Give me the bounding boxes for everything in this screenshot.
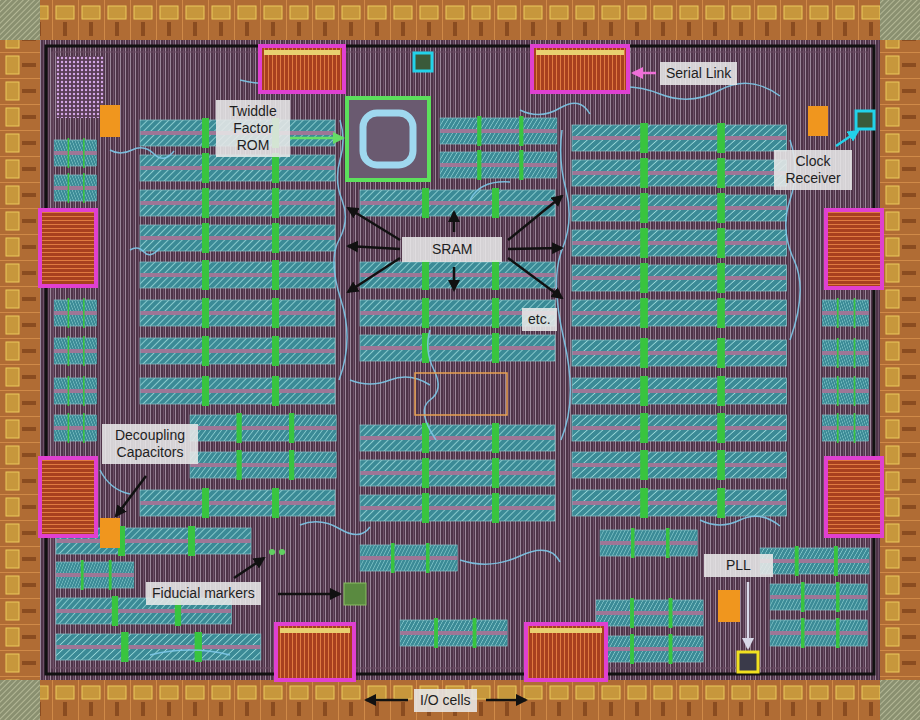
callout-label: Decoupling Capacitors [102, 424, 198, 464]
callout-label: I/O cells [414, 689, 477, 712]
callout-label: Fiducial markers [146, 582, 261, 605]
callout-label: etc. [522, 308, 557, 331]
callout-label: PLL [704, 554, 773, 577]
callout-label: Clock Receiver [774, 150, 852, 190]
callout-label: Serial Link [660, 62, 737, 85]
serial-link-blocks [40, 46, 882, 680]
callout-label: Twiddle Factor ROM [216, 100, 290, 157]
callout-label: SRAM [402, 237, 502, 262]
